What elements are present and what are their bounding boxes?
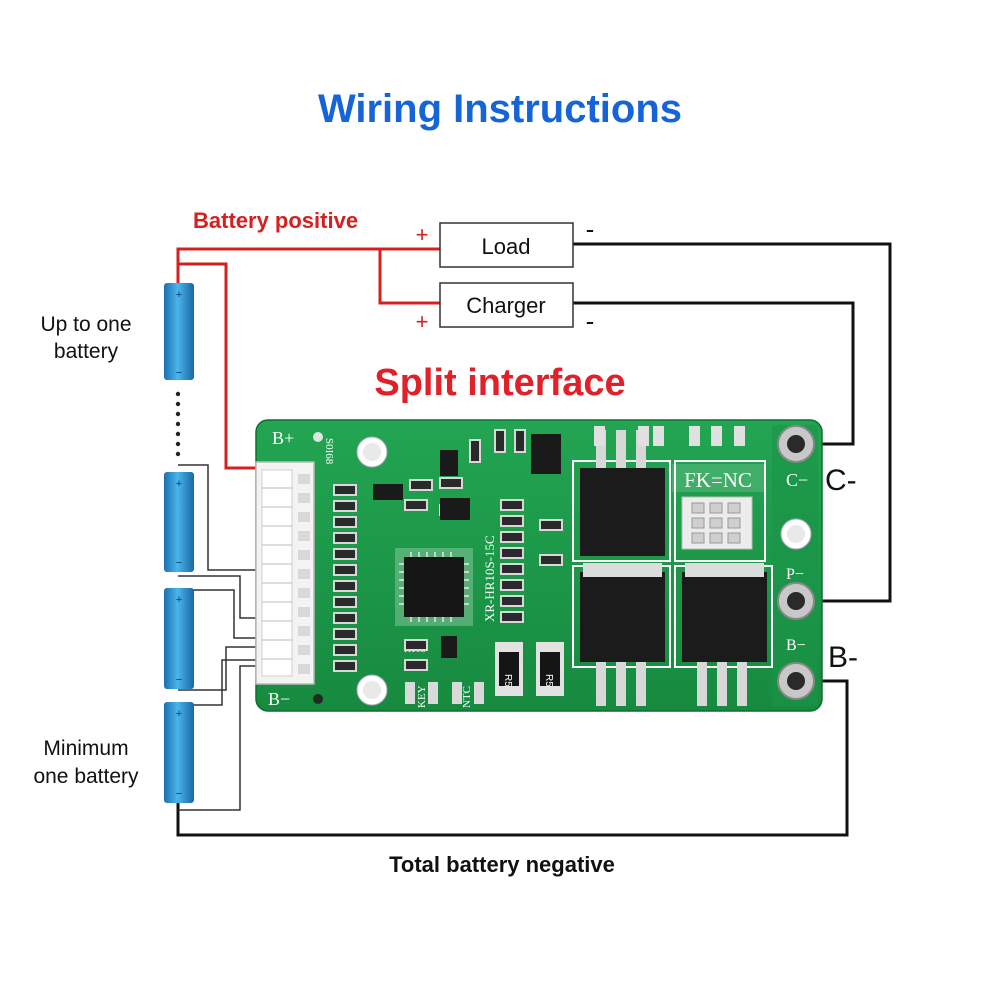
mosfet-2 bbox=[580, 563, 665, 706]
small-ics bbox=[373, 434, 561, 658]
mosfet-1 bbox=[580, 430, 665, 556]
battery-positive-wire bbox=[176, 247, 440, 285]
silk-pminus: P− bbox=[786, 566, 804, 583]
silk-bminus-left: B− bbox=[268, 689, 290, 709]
svg-text:+: + bbox=[176, 478, 182, 490]
bms-board: B+ B− C− P− B− S0I68 XR-HR10S-15C R10S K… bbox=[255, 419, 823, 712]
charger-positive-wire bbox=[378, 249, 440, 305]
load-box: Load bbox=[439, 222, 574, 268]
silk-fknc: FK=NC bbox=[684, 468, 752, 492]
balance-connector bbox=[255, 461, 315, 685]
up-to-one-label-line1: Up to one bbox=[40, 313, 131, 336]
charger-box: Charger bbox=[439, 282, 574, 328]
svg-text:−: − bbox=[176, 367, 182, 379]
charger-minus-sign: - bbox=[586, 306, 595, 336]
shunt-1-marking: R5 bbox=[502, 674, 513, 687]
svg-text:−: − bbox=[176, 788, 182, 800]
total-negative-wire bbox=[176, 679, 849, 837]
silk-bminus-right: B− bbox=[786, 637, 806, 654]
charger-negative-wire bbox=[573, 301, 855, 446]
load-label: Load bbox=[482, 234, 531, 259]
charger-plus-sign: + bbox=[416, 309, 429, 334]
charger-label: Charger bbox=[466, 293, 545, 318]
silk-cminus: C− bbox=[786, 470, 808, 490]
bottom-pads bbox=[405, 682, 484, 704]
battery-cell-3: + − bbox=[164, 588, 194, 689]
control-ic bbox=[395, 548, 473, 626]
positive-wires bbox=[176, 247, 440, 470]
svg-text:−: − bbox=[176, 557, 182, 569]
negative-wires bbox=[176, 242, 892, 837]
battery-cell-2: + − bbox=[164, 472, 194, 572]
c-minus-label: C- bbox=[825, 464, 857, 497]
battery-continuation-dots bbox=[175, 391, 181, 457]
load-minus-sign: - bbox=[586, 214, 595, 244]
battery-positive-label: Battery positive bbox=[193, 208, 358, 233]
b-minus-label: B- bbox=[828, 641, 858, 674]
svg-text:−: − bbox=[176, 674, 182, 686]
up-to-one-label-line2: battery bbox=[54, 340, 119, 363]
svg-text:+: + bbox=[176, 708, 182, 720]
terminal-bminus bbox=[777, 662, 815, 700]
shunt-2-marking: R5 bbox=[543, 674, 554, 687]
battery-cell-bottom: + − bbox=[164, 702, 194, 803]
minimum-label-line1: Minimum bbox=[43, 737, 128, 760]
split-interface-label: Split interface bbox=[374, 362, 625, 404]
load-plus-sign: + bbox=[416, 222, 429, 247]
battery-cell-top: + − bbox=[164, 283, 194, 380]
silk-sof: S0I68 bbox=[323, 438, 335, 465]
silk-bplus: B+ bbox=[272, 428, 294, 448]
total-negative-label: Total battery negative bbox=[389, 852, 615, 877]
smd-components bbox=[333, 429, 563, 672]
fknc-pad-grid bbox=[681, 496, 753, 550]
shunt-resistor-2: R5 bbox=[536, 642, 564, 696]
terminal-pminus bbox=[777, 582, 815, 620]
diagram-title: Wiring Instructions bbox=[318, 87, 682, 131]
silk-model: XR-HR10S-15C bbox=[482, 535, 497, 622]
balance-wires bbox=[178, 464, 263, 811]
mosfet-3 bbox=[682, 563, 767, 706]
silk-ntc: NTC bbox=[461, 686, 473, 708]
load-negative-wire bbox=[573, 242, 892, 603]
terminal-cminus bbox=[777, 425, 815, 463]
silk-key: KEY bbox=[416, 685, 428, 708]
shunt-resistor-1: R5 bbox=[495, 642, 523, 696]
bplus-balance-wire bbox=[178, 262, 262, 470]
svg-text:+: + bbox=[176, 289, 182, 301]
svg-text:+: + bbox=[176, 594, 182, 606]
minimum-label-line2: one battery bbox=[33, 765, 139, 788]
mounting-holes bbox=[313, 432, 812, 706]
